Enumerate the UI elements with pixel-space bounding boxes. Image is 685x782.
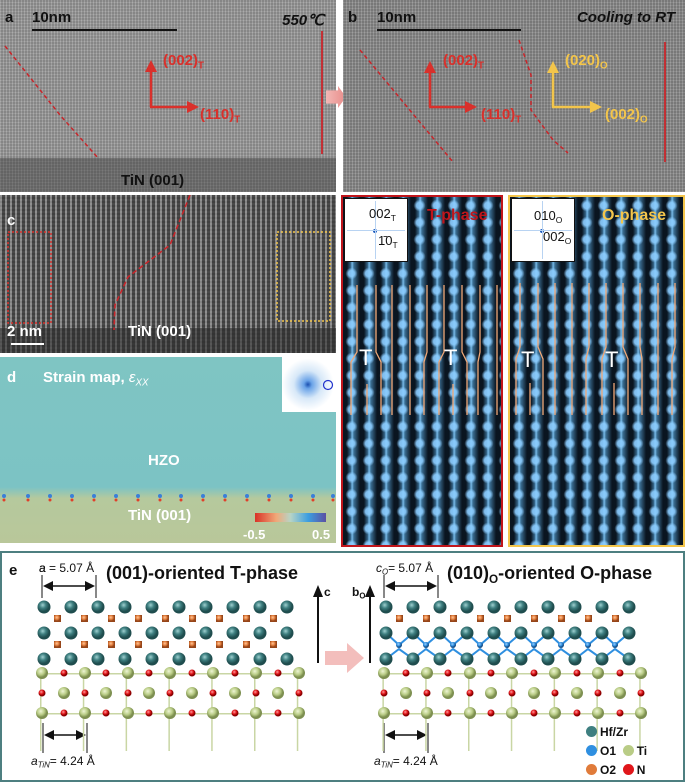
fft-label-002: 002T	[369, 206, 396, 223]
panel-letter: e	[9, 562, 18, 579]
o-phase-panel: 010O 002O O-phase T T	[508, 195, 685, 547]
t-axis-002-label: (002)T	[443, 52, 484, 72]
dislocation-symbol: T	[521, 347, 535, 372]
t-phase-model-title: (001)-oriented T-phase	[106, 563, 299, 583]
panel-c-annotations	[7, 195, 331, 331]
c-axis-label: c	[324, 585, 331, 599]
t-tin-lattice-constant: aTiN= 4.24 Å	[31, 754, 95, 770]
substrate-label: TiN (001)	[121, 172, 185, 189]
fft-label-110: 1̄0T	[378, 233, 398, 250]
legend-item-hfzr: Hf/Zr	[586, 723, 647, 742]
crystal-structures	[36, 575, 647, 753]
colorbar-max-label: 0.5	[312, 527, 331, 542]
axis-110-label: (110)T	[200, 106, 241, 126]
panel-a-annotations	[4, 31, 323, 159]
panel-e-crystal-models: e a a = 5.07 Å (001)-oriented T-phase cO…	[0, 551, 685, 782]
o-tin-lattice-constant: aTiN= 4.24 Å	[374, 754, 438, 770]
fft-inset: 010O 002O	[511, 198, 575, 262]
panel-b-annotations	[359, 39, 666, 163]
t-phase-panel: 002T 1̄0T T-phase T T	[341, 195, 503, 547]
panel-a-tem-image: a 10nm 550℃ (002)T (110)T TiN (001)	[0, 0, 336, 192]
panel-d-strain-map: d Strain map, εXX HZO TiN (001) -0.5 0.5	[0, 357, 336, 543]
panel-letter: b	[348, 9, 358, 26]
o-phase-title: O-phase	[602, 207, 667, 224]
lattice-plane-lines	[515, 283, 676, 415]
strain-map-title: Strain map, εXX	[43, 369, 149, 389]
scale-bar	[32, 29, 177, 31]
panel-letter: d	[7, 369, 17, 386]
lattice-plane-lines	[350, 285, 498, 415]
bo-axis-label: bO	[352, 585, 366, 601]
scale-bar-label: 2 nm	[7, 323, 43, 340]
substrate-label: TiN (001)	[128, 507, 192, 524]
panel-b-tem-image: b 10nm Cooling to RT (002)T (110)T (020)…	[343, 0, 685, 192]
condition-label: Cooling to RT	[576, 9, 675, 26]
scale-bar	[377, 29, 521, 31]
axis-002-label: (002)T	[163, 52, 204, 72]
panel-c-hrtem-image: c 2 nm TiN (001)	[0, 195, 336, 353]
dislocation-symbol: T	[359, 345, 373, 370]
film-label: HZO	[148, 452, 180, 469]
t-phase-title: T-phase	[427, 207, 488, 224]
t-axis-110-label: (110)T	[481, 106, 522, 126]
legend-row: O2 N	[586, 761, 647, 780]
atom-legend: Hf/Zr O1 Ti O2 N	[586, 723, 647, 780]
fft-inset	[282, 357, 336, 412]
substrate-label: TiN (001)	[128, 323, 192, 340]
tin-substrate-region	[0, 158, 336, 192]
scale-bar-label: 10nm	[32, 9, 72, 26]
dislocation-symbol: T	[605, 347, 619, 372]
tin-substrate-region	[0, 328, 336, 353]
fft-label-010: 010O	[534, 208, 563, 225]
scale-bar	[11, 343, 44, 345]
fft-label-002: 002O	[543, 229, 572, 246]
o-axis-002-label: (002)O	[605, 106, 648, 126]
o-lattice-constant: cO= 5.07 Å	[376, 561, 434, 577]
panel-letter: c	[7, 212, 16, 229]
t-lattice-constant: a a = 5.07 Å	[39, 561, 95, 575]
dislocation-symbol: T	[444, 345, 458, 370]
o-axis-020-label: (020)O	[565, 52, 608, 72]
transition-arrow	[326, 86, 346, 108]
legend-row: O1 Ti	[586, 742, 647, 761]
o-phase-model-title: (010)O-oriented O-phase	[447, 563, 653, 587]
colorbar-min-label: -0.5	[243, 527, 266, 542]
scale-bar-label: 10nm	[377, 9, 417, 26]
fft-selection-circle	[322, 379, 334, 391]
dislocation-markers	[2, 494, 335, 502]
colorbar	[255, 513, 326, 522]
panel-letter: a	[5, 9, 14, 26]
fft-inset: 002T 1̄0T	[344, 198, 408, 262]
temperature-label: 550℃	[282, 12, 324, 29]
